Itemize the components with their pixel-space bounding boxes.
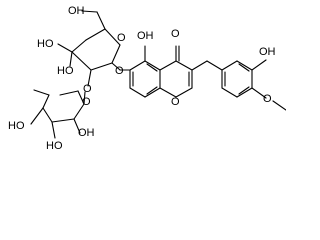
ho-rhamnose-left-label: HO [8, 120, 25, 132]
chromone-core [119, 45, 193, 98]
methoxy-oxygen-label: O [263, 93, 272, 105]
atom-labels: OH HO HO O O O O HO OH HO OH O O OH O [8, 5, 276, 152]
ketone-oxygen-label: O [171, 28, 180, 40]
chromone-ring-oxygen-label: O [171, 96, 180, 108]
glucose-ring [57, 10, 121, 87]
oh-rhamnose-right-label: OH [78, 127, 95, 139]
rhamnose-ring [30, 89, 86, 139]
ho-rhamnose-bottom-label: HO [46, 140, 63, 152]
oh-top-sugar-label: OH [68, 5, 85, 17]
oh-phenyl-label: OH [259, 46, 276, 58]
link-oxygen-label: O [83, 83, 92, 95]
glycosidic-oxygen-label: O [115, 65, 124, 77]
ho-sugar-lower-label: HO [57, 65, 74, 77]
rhamnose-ring-oxygen-label: O [82, 96, 91, 108]
glucose-ring-oxygen-label: O [117, 32, 126, 44]
oh-chromone-top-label: OH [137, 30, 154, 42]
chemical-structure: OH HO HO O O O O HO OH HO OH O O OH O [8, 5, 286, 152]
molecule-drawing: OH HO HO O O O O HO OH HO OH O O OH O [8, 5, 286, 152]
ho-sugar-left-label: HO [37, 38, 54, 50]
phenyl-ring [191, 59, 286, 111]
